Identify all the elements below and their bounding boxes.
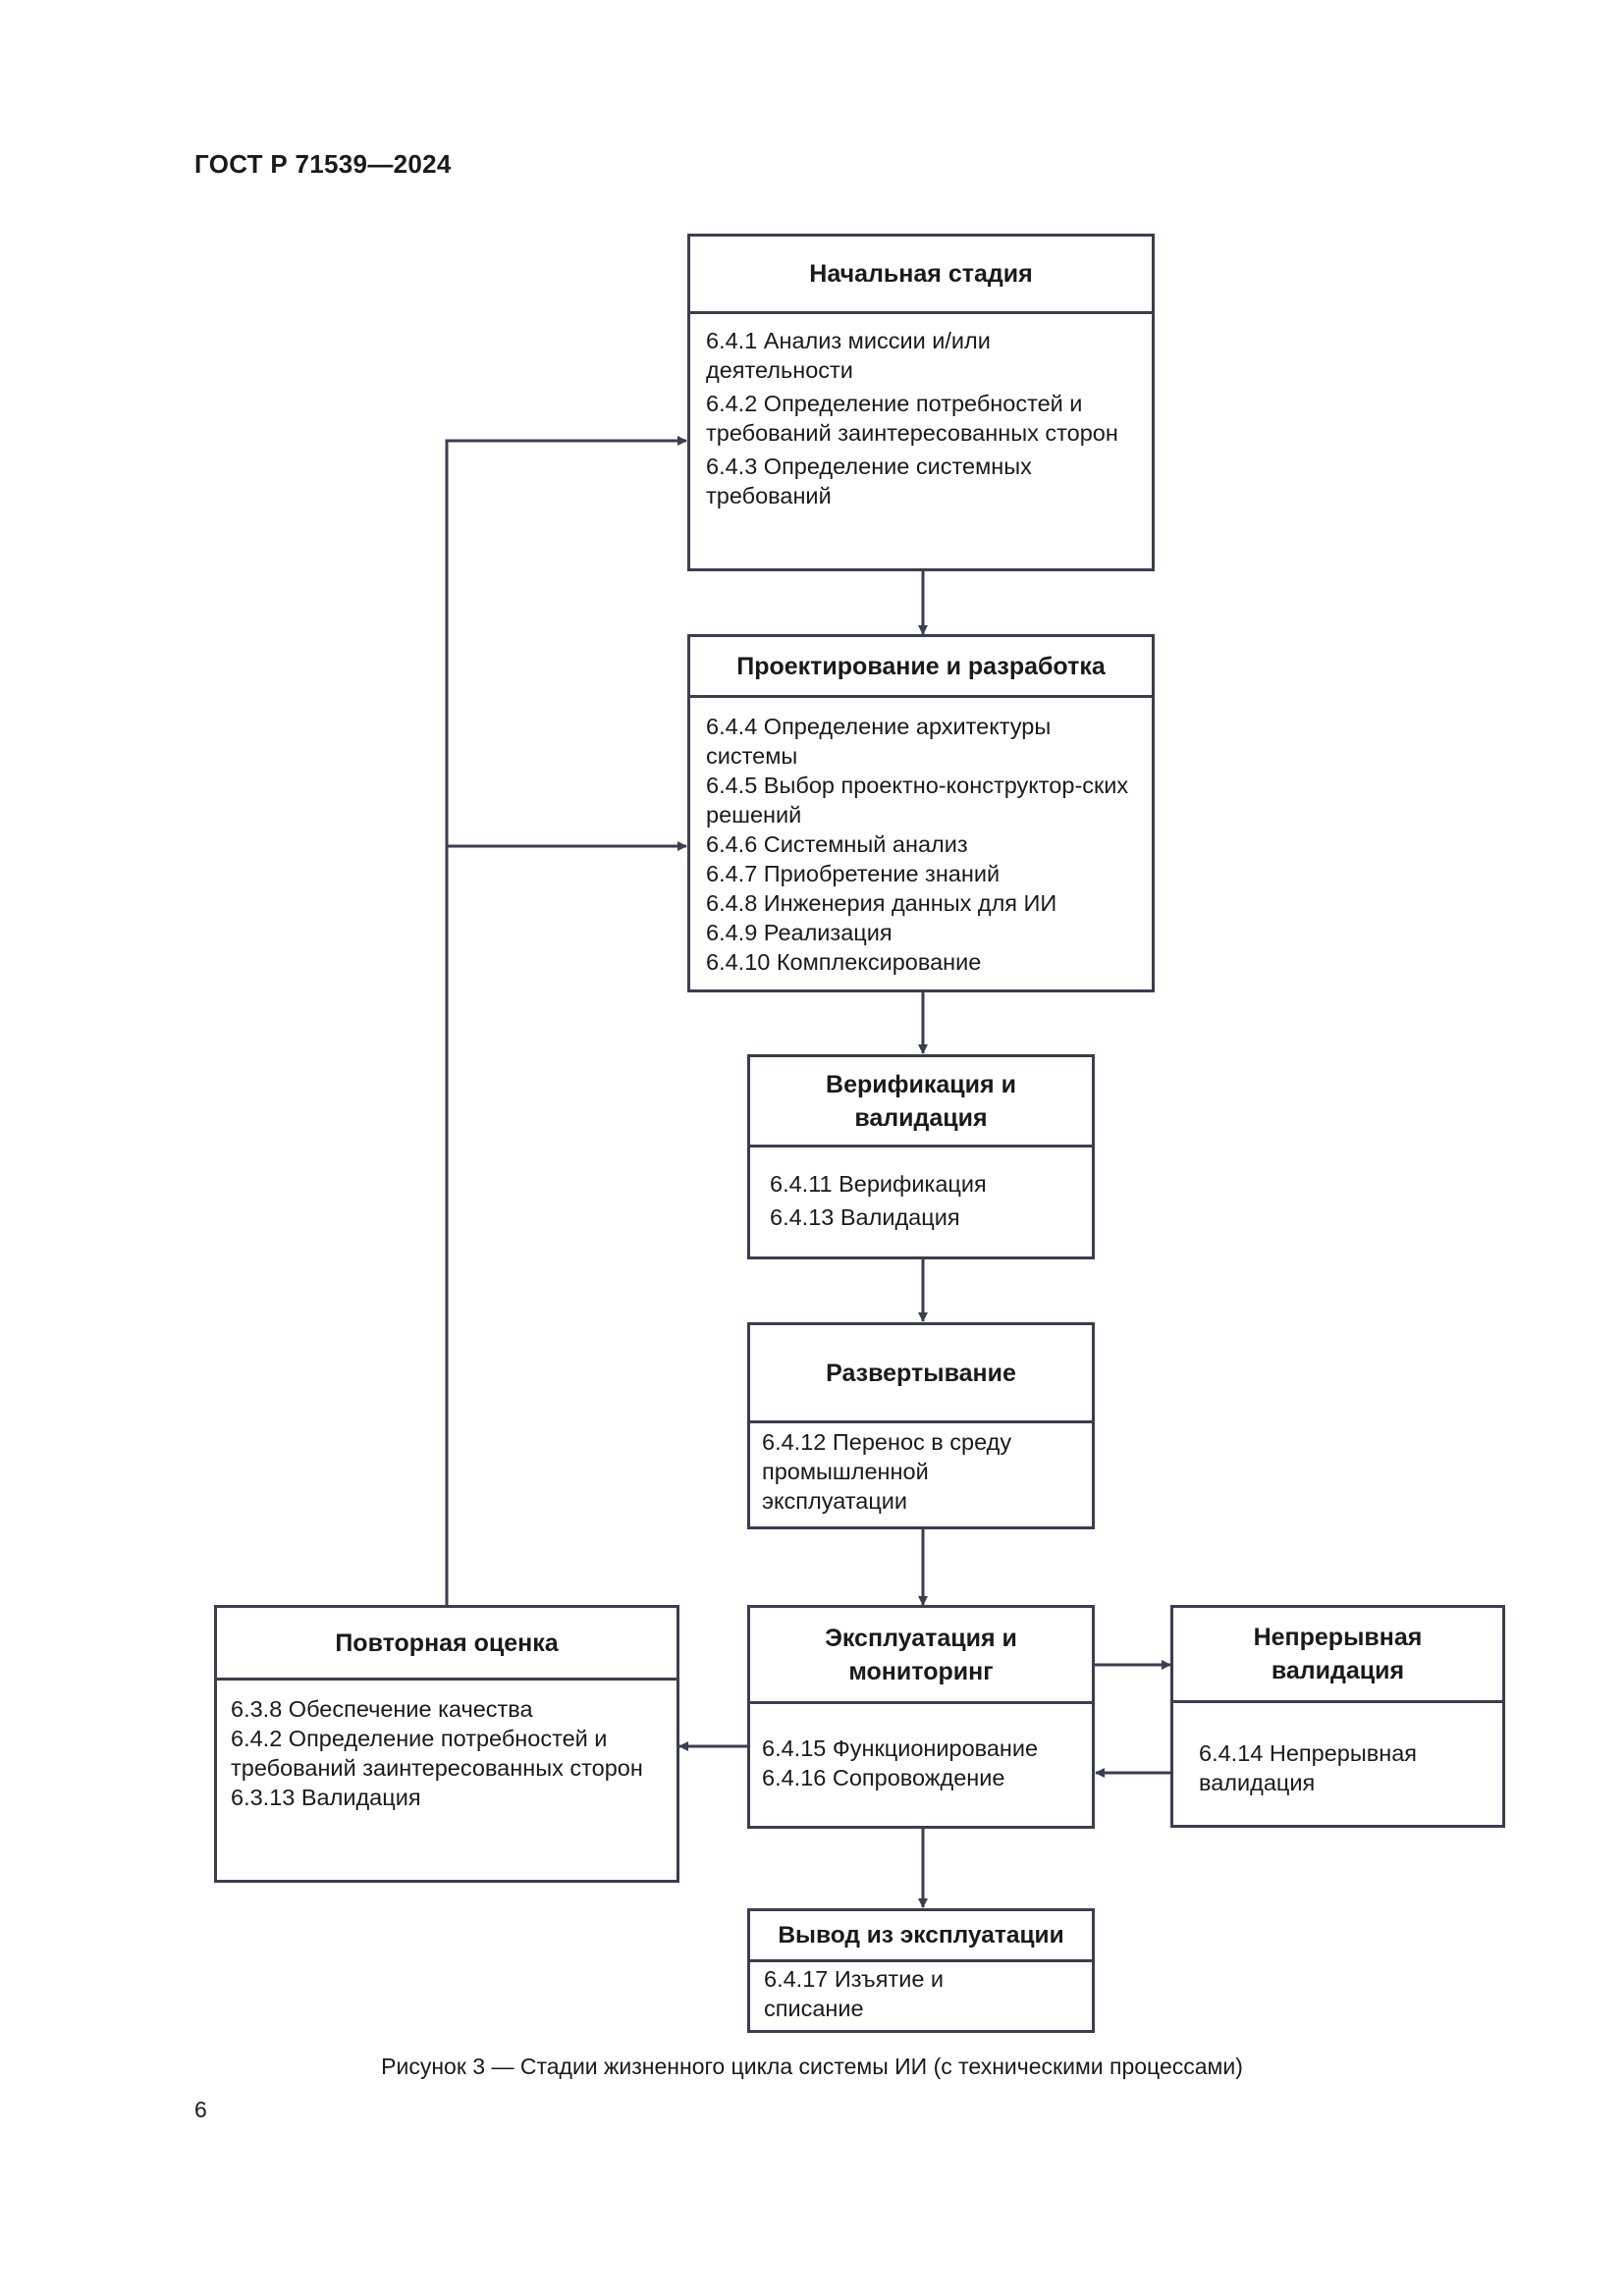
box-deployment: Развертывание 6.4.12 Перенос в среду про…	[747, 1322, 1095, 1529]
page-number: 6	[194, 2097, 207, 2122]
process-item: 6.4.8 Инженерия данных для ИИ	[706, 890, 1057, 916]
process-item: 6.4.7 Приобретение знаний	[706, 861, 1001, 886]
box-retirement-title: Вывод из эксплуатации	[750, 1911, 1092, 1962]
process-item: 6.4.15 Функционирование	[762, 1735, 1039, 1761]
process-item: 6.4.2 Определение потребностей и требова…	[231, 1726, 643, 1781]
feedback-line	[445, 436, 687, 1605]
box-retirement: Вывод из эксплуатации 6.4.17 Изъятие и с…	[747, 1908, 1095, 2033]
process-item: 6.4.2 Определение потребностей и требова…	[706, 391, 1118, 446]
process-item: 6.4.11 Верификация	[770, 1171, 987, 1197]
process-item: 6.4.13 Валидация	[770, 1204, 960, 1230]
box-reassessment: Повторная оценка 6.3.8 Обеспечение качес…	[214, 1605, 679, 1883]
process-item: 6.4.12 Перенос в среду промышленной эксп…	[762, 1429, 1012, 1514]
process-item: 6.3.13 Валидация	[231, 1785, 421, 1810]
box-design-development-title: Проектирование и разработка	[690, 637, 1152, 698]
process-item: 6.4.9 Реализация	[706, 920, 893, 945]
box-continuous-validation: Непрерывная валидация 6.4.14 Непрерывная…	[1170, 1605, 1505, 1828]
process-item: 6.4.4 Определение архитектуры системы	[706, 714, 1052, 769]
box-operation-monitoring: Эксплуатация и мониторинг 6.4.15 Функцио…	[747, 1605, 1095, 1829]
document-header: ГОСТ Р 71539—2024	[194, 149, 452, 179]
box-verification-validation-title: Верификация и валидация	[750, 1057, 1092, 1148]
box-continuous-validation-title: Непрерывная валидация	[1173, 1608, 1502, 1703]
figure-caption: Рисунок 3 — Стадии жизненного цикла сист…	[381, 2054, 1243, 2079]
process-item: 6.4.17 Изъятие и списание	[764, 1966, 945, 2021]
box-deployment-body: 6.4.12 Перенос в среду промышленной эксп…	[750, 1423, 1092, 1526]
process-item: 6.4.3 Определение системных требований	[706, 454, 1032, 508]
process-item: 6.4.1 Анализ миссии и/или деятельности	[706, 328, 991, 383]
process-item: 6.4.5 Выбор проектно-конструктор-ских ре…	[706, 773, 1129, 828]
box-operation-monitoring-body: 6.4.15 Функционирование 6.4.16 Сопровожд…	[750, 1704, 1092, 1826]
box-reassessment-title: Повторная оценка	[217, 1608, 677, 1681]
process-item: 6.4.6 Системный анализ	[706, 831, 968, 857]
box-operation-monitoring-title: Эксплуатация и мониторинг	[750, 1608, 1092, 1704]
box-design-development: Проектирование и разработка 6.4.4 Опреде…	[687, 634, 1155, 992]
process-item: 6.4.10 Комплексирование	[706, 949, 982, 975]
box-design-development-body: 6.4.4 Определение архитектуры системы 6.…	[690, 698, 1152, 989]
box-reassessment-body: 6.3.8 Обеспечение качества 6.4.2 Определ…	[217, 1681, 677, 1880]
process-item: 6.4.16 Сопровождение	[762, 1765, 1005, 1790]
box-initial-stage-body: 6.4.1 Анализ миссии и/или деятельности 6…	[690, 314, 1152, 568]
box-deployment-title: Развертывание	[750, 1325, 1092, 1423]
box-initial-stage-title: Начальная стадия	[690, 237, 1152, 314]
process-item: 6.4.14 Непрерывная валидация	[1199, 1740, 1417, 1795]
box-continuous-validation-body: 6.4.14 Непрерывная валидация	[1173, 1703, 1502, 1825]
box-initial-stage: Начальная стадия 6.4.1 Анализ миссии и/и…	[687, 234, 1155, 571]
process-item: 6.3.8 Обеспечение качества	[231, 1696, 533, 1722]
box-retirement-body: 6.4.17 Изъятие и списание	[750, 1962, 1092, 2030]
box-verification-validation: Верификация и валидация 6.4.11 Верификац…	[747, 1054, 1095, 1259]
box-verification-validation-body: 6.4.11 Верификация 6.4.13 Валидация	[750, 1148, 1092, 1256]
